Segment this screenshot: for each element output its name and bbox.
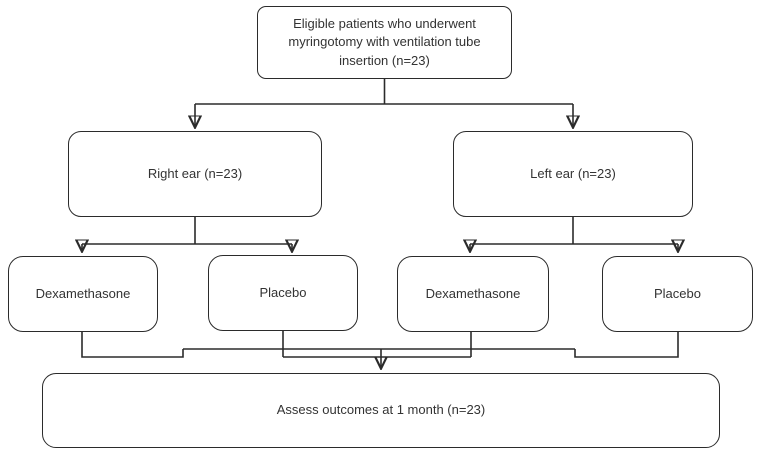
node-left-ear-placebo-label: Placebo (654, 285, 701, 301)
node-right-ear-dexamethasone: Dexamethasone (8, 256, 158, 332)
node-left-ear: Left ear (n=23) (453, 131, 693, 217)
node-assess-outcomes-label: Assess outcomes at 1 month (n=23) (276, 402, 486, 418)
node-eligible-patients: Eligible patients who underwent myringot… (257, 6, 512, 79)
node-right-ear-placebo-label: Placebo (259, 284, 307, 300)
node-right-ear-label: Right ear (n=23) (147, 165, 243, 181)
node-left-ear-label: Left ear (n=23) (530, 165, 616, 181)
connector-merge-outer-right (574, 332, 679, 358)
node-left-ear-dexamethasone: Dexamethasone (397, 256, 549, 332)
node-left-ear-placebo: Placebo (602, 256, 753, 332)
node-right-ear-placebo: Placebo (208, 255, 358, 331)
node-right-ear-dexamethasone-label: Dexamethasone (35, 285, 131, 301)
node-right-ear: Right ear (n=23) (68, 131, 322, 217)
node-eligible-patients-label: Eligible patients who underwent myringot… (288, 16, 481, 68)
node-assess-outcomes: Assess outcomes at 1 month (n=23) (42, 373, 720, 448)
node-left-ear-dexamethasone-label: Dexamethasone (425, 285, 521, 301)
connector-merge-outer-left (81, 332, 184, 358)
